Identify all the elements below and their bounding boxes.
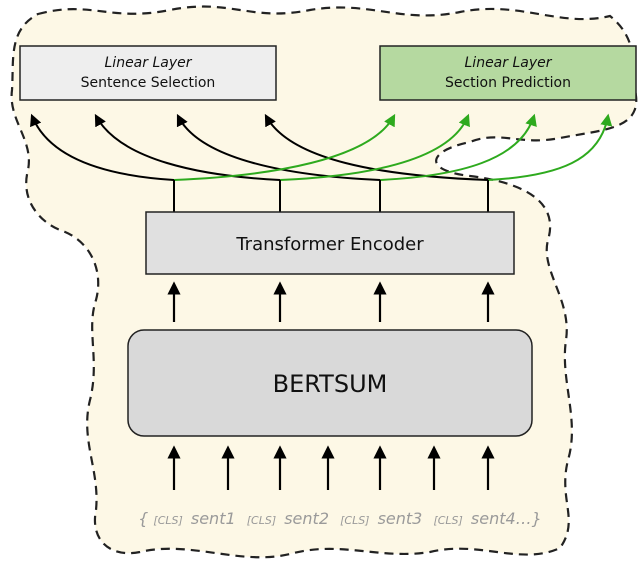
arrow-to-section-prediction-4 (487, 113, 613, 181)
arrow-to-section-prediction-3 (379, 113, 537, 181)
input-cls-token-4: [CLS] (433, 514, 462, 527)
transformer-encoder-label: Transformer Encoder (235, 234, 424, 255)
section-prediction-title: Linear Layer (465, 55, 553, 71)
arrow-to-section-prediction-2 (279, 113, 470, 181)
input-open-brace: { (138, 509, 148, 528)
input-sentence-3: sent3 (378, 509, 423, 528)
arrow-to-sentence-selection-3 (176, 113, 381, 181)
input-sentence-4: sent4…} (471, 509, 542, 528)
bertsum-label: BERTSUM (273, 370, 388, 398)
arrow-to-sentence-selection-4 (264, 113, 489, 181)
section-prediction-box (379, 45, 637, 101)
input-sentence-2: sent2 (284, 509, 329, 528)
input-token-sequence: { [CLS] sent1 [CLS] sent2 [CLS] sent3 [C… (138, 509, 542, 528)
sentence-selection-subtitle: Sentence Selection (81, 75, 216, 91)
transformer-encoder-box (145, 211, 515, 275)
section-prediction-subtitle: Section Prediction (445, 75, 571, 91)
arrow-to-sentence-selection-1 (30, 113, 175, 181)
input-cls-token-2: [CLS] (247, 514, 276, 527)
arrow-to-section-prediction-1 (173, 113, 396, 181)
sentence-selection-box (19, 45, 277, 101)
bertsum-box (127, 329, 533, 437)
input-cls-token-3: [CLS] (340, 514, 369, 527)
input-sentence-1: sent1 (191, 509, 236, 528)
input-cls-token-1: [CLS] (153, 514, 182, 527)
arrow-to-sentence-selection-2 (94, 113, 281, 181)
sentence-selection-title: Linear Layer (105, 55, 193, 71)
